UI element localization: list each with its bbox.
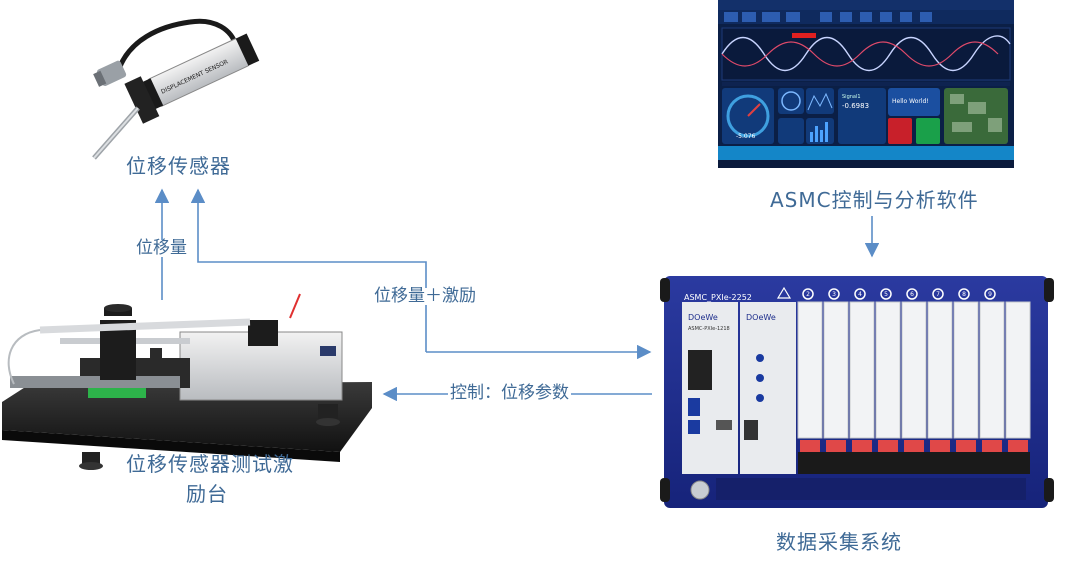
daq-chassis-image: ASMC_PXIe-2252 DOeWe ASMC-PXIe-1218 DOeW…	[660, 276, 1054, 508]
software-screenshot: -5.076 Signal1 -0.6983 Hello World!	[718, 0, 1014, 168]
daq-slot-number: 2	[806, 291, 810, 298]
daq-slot-number: 5	[884, 291, 888, 298]
edge-label-control-params: 控制：位移参数	[448, 383, 571, 403]
software-hello-text: Hello World!	[892, 98, 929, 105]
daq-slot-number: 7	[936, 291, 940, 298]
label-daq-system: 数据采集系统	[776, 530, 902, 554]
daq-model-text: ASMC_PXIe-2252	[684, 293, 752, 302]
label-excitation-bench-line2: 励台	[186, 482, 228, 506]
arrow-excitation-to-sensor	[190, 188, 427, 352]
daq-controller-model: ASMC-PXIe-1218	[688, 326, 730, 332]
daq-brand-text: DOeWe	[688, 313, 718, 322]
edge-label-displacement: 位移量	[134, 238, 189, 258]
software-signal-value: -0.6983	[842, 102, 869, 110]
daq-slot-number: 8	[962, 291, 966, 298]
daq-slot-number: 4	[858, 291, 862, 298]
software-gauge-value: -5.076	[736, 133, 756, 140]
daq-slot-number: 9	[988, 291, 992, 298]
label-excitation-bench-line1: 位移传感器测试激	[126, 452, 294, 476]
displacement-sensor-image: DISPLACEMENT SENSOR	[92, 18, 260, 160]
daq-slot-number: 3	[832, 291, 836, 298]
label-asmc-software: ASMC控制与分析软件	[770, 188, 979, 212]
software-signal-label: Signal1	[842, 94, 861, 100]
edge-label-displacement-excitation: 位移量＋激励	[372, 286, 478, 306]
daq-module-brand: DOeWe	[746, 313, 776, 322]
label-displacement-sensor: 位移传感器	[126, 154, 231, 178]
daq-slot-number: 6	[910, 291, 914, 298]
excitation-bench-image	[2, 293, 372, 470]
